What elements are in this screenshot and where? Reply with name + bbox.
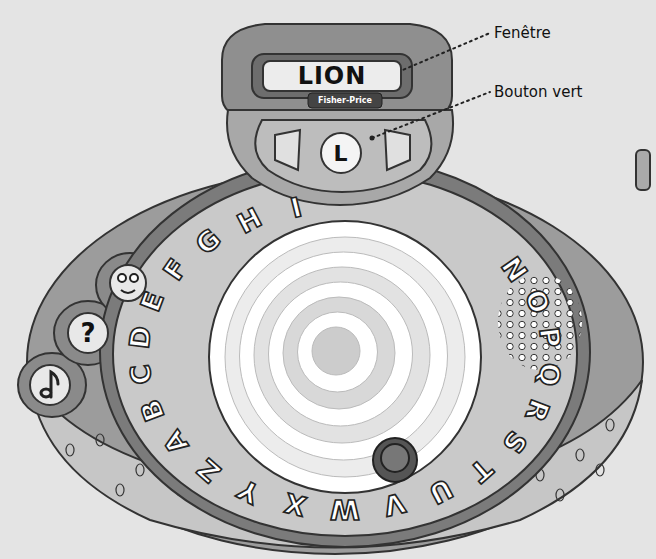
logo-badge xyxy=(308,93,382,108)
callout-label: Bouton vert xyxy=(494,83,582,101)
spiral-ring xyxy=(269,282,413,426)
leader-dot xyxy=(370,136,375,141)
window-housing xyxy=(222,24,452,118)
spiral-ring xyxy=(298,312,378,392)
node-text: L xyxy=(333,141,348,166)
letter-ring xyxy=(113,172,577,536)
face-mouth xyxy=(121,290,135,293)
spiral xyxy=(225,237,465,477)
slider-knob-top xyxy=(381,444,409,472)
question-symbol: ? xyxy=(80,318,95,348)
alphabet-letter: W xyxy=(330,494,360,525)
skirt-dot xyxy=(116,484,124,496)
music-button-face xyxy=(30,365,70,405)
leader-line xyxy=(372,92,490,138)
side-switch xyxy=(636,150,650,190)
spiral-ring xyxy=(312,327,360,375)
alphabet-letter: D xyxy=(124,325,157,351)
callout-label: Fenêtre xyxy=(494,24,551,42)
base-body xyxy=(27,170,643,554)
skirt-dot xyxy=(66,444,74,456)
button-housing xyxy=(227,110,453,205)
alphabet-letter: P xyxy=(533,326,566,349)
music-note-icon xyxy=(41,372,58,397)
alphabet-letter: C xyxy=(124,363,157,386)
brand-logo: Fisher-Price xyxy=(318,96,372,105)
spiral-ring xyxy=(283,297,395,409)
skirt-dot xyxy=(606,419,614,431)
leader-line xyxy=(398,33,490,72)
alphabet-letter: Q xyxy=(533,361,567,388)
skirt-dot xyxy=(576,449,584,461)
display-window: LION xyxy=(262,60,402,92)
window-bezel xyxy=(252,54,412,98)
question-button-face xyxy=(68,313,108,353)
skirt-dot xyxy=(556,489,564,501)
spiral-ring xyxy=(225,237,465,477)
green-button: L xyxy=(320,132,362,174)
node-text: LION xyxy=(298,62,367,90)
skirt-dot xyxy=(136,464,144,476)
ring-band xyxy=(100,157,590,547)
spiral-ring xyxy=(254,267,430,443)
skirt-dot xyxy=(596,464,604,476)
face-eye xyxy=(118,274,126,282)
skirt-dot xyxy=(96,434,104,446)
face-eye xyxy=(130,274,138,282)
green-button-shape xyxy=(255,120,431,192)
spiral-disc xyxy=(209,221,481,493)
spiral-ring xyxy=(240,252,448,460)
slider-knob xyxy=(373,438,417,482)
speaker-grille xyxy=(498,274,582,370)
